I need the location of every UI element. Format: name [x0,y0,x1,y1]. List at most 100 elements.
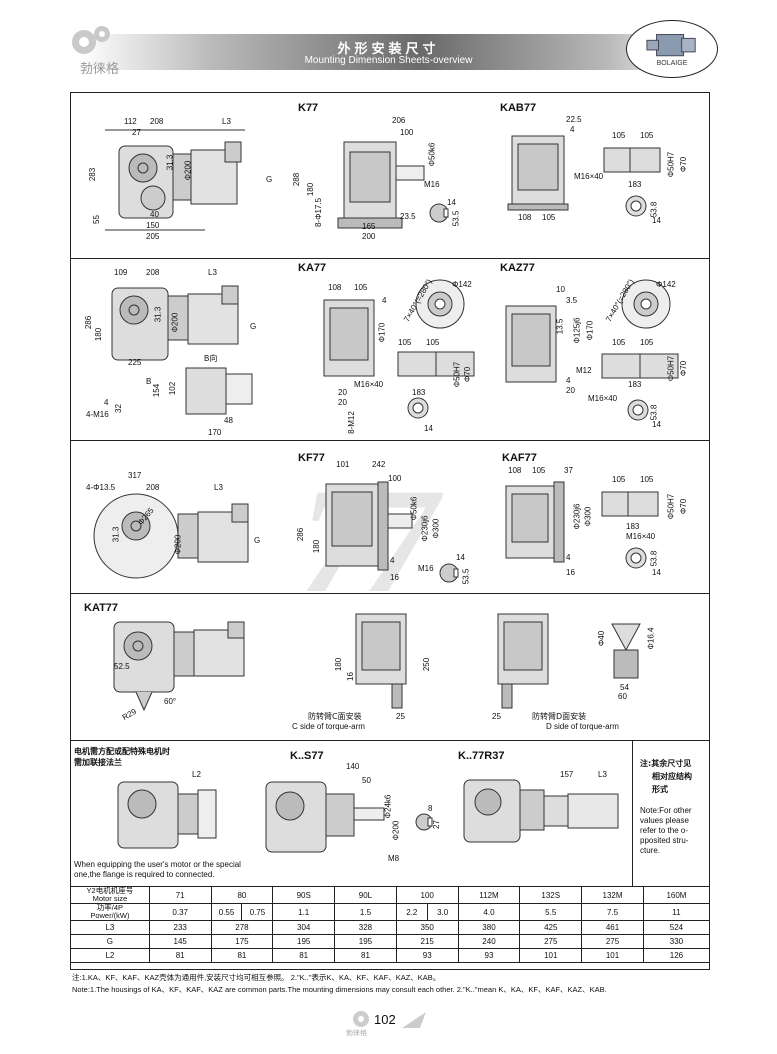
table-cell: 3.0 [426,903,459,921]
table-cell: 145 [148,934,212,949]
table-row: L2 81 81 81 81 93 93 101 101 126 [70,948,711,963]
dim-label: 14 [652,420,661,429]
dim-label: 14 [456,553,465,562]
table-cell: 4.0 [457,903,521,921]
table-cell: 240 [457,934,521,949]
dim-label: 48 [224,416,233,425]
drawing-frame [70,92,710,970]
flange-bolt-circle-icon [621,279,671,329]
table-cell: 101 [519,948,583,963]
dim-label: 208 [146,268,160,277]
dim-label: 183 [628,180,642,189]
dim-label: L2 [192,770,201,779]
kaz77-shaft-drawing [598,348,682,386]
table-cell: 80 [210,886,274,904]
table-cell: 524 [642,920,711,935]
dim-label: 14 [447,198,456,207]
table-cell: 100 [395,886,459,904]
table-cell: 90S [272,886,336,904]
dim-label: 250 [422,657,432,672]
dim-label: L3 [222,117,231,126]
dim-label: 31.3 [153,306,163,323]
dim-label: Φ142 [656,280,676,289]
dim-label: 105 [640,338,654,347]
table-cell: 275 [581,934,644,949]
dim-label: 105 [532,466,546,475]
kat77-d-side-drawing [488,610,558,710]
table-cell: 380 [457,920,521,935]
section-divider [70,258,710,259]
footnote-cn: 注:1.KA、KF、KAF、KAZ壳体为通用件,安装尺寸均可相互参照。 2."K… [72,973,441,982]
table-cell: 195 [272,934,336,949]
shaft-section-icon [429,203,449,223]
dim-label: Φ70 [679,156,689,173]
dim-label: 20 [338,398,347,407]
model-title-kab77: KAB77 [500,102,537,114]
dim-label: 208 [150,117,164,126]
table-header-motor-size: Y2电机机座号 Motor size [70,886,150,904]
dim-label: 23.5 [400,212,416,221]
section-divider [70,740,710,741]
flange-motor-drawing [110,776,220,856]
dim-label: 206 [392,116,406,125]
dim-label: 4 [566,553,571,562]
section-divider [70,440,710,441]
dim-label: 4 [566,376,571,385]
dim-label: 108 [508,466,522,475]
page-header: 勃徕格 外形安装尺寸 Mounting Dimension Sheets-ove… [0,0,777,82]
dim-label: 183 [628,380,642,389]
dim-label: Φ142 [452,280,472,289]
table-cell: 81 [210,948,274,963]
dim-label: 286 [296,527,306,542]
dim-label: 157 [560,770,574,779]
table-cell: 304 [272,920,336,935]
dim-label: 225 [128,358,142,367]
dim-label: B向 [204,354,218,363]
table-cell: 132M [581,886,644,904]
side-note-en-4: pposited stru- [640,836,689,845]
flange-bolt-circle-icon [415,279,465,329]
logo-text: 勃徕格 [80,62,120,77]
dim-label: 180 [306,182,316,197]
dim-label: 16 [345,672,355,681]
side-note-en-5: cture. [640,846,661,855]
dim-label: Φ200 [170,312,180,333]
dim-label: Φ50H7 [666,493,676,520]
dim-label: 165 [362,222,376,231]
dim-label: 101 [336,460,350,469]
table-cell: 7.5 [581,903,644,921]
table-cell: 93 [395,948,459,963]
kaz77-front-drawing [500,300,564,390]
model-title-kat77: KAT77 [84,602,119,614]
dim-label: L3 [208,268,217,277]
flange-note-cn-2: 需加联接法兰 [74,758,122,767]
kf77-front-drawing [318,478,414,574]
dim-label: 4 [382,296,387,305]
kab77-front-drawing [500,128,580,212]
dim-label: 208 [146,483,160,492]
dim-label: 50 [362,776,371,785]
dim-label: 55 [91,215,101,224]
flange-note-cn-1: 电机需方配或配特殊电机时 [74,747,170,756]
dim-label: 105 [640,131,654,140]
dim-label: 20 [338,388,347,397]
k77-front-drawing [318,132,428,242]
page-number: 102 [374,1012,396,1027]
dim-label: 13.5 [555,318,565,335]
model-title-k77: K77 [298,102,319,114]
dim-label: 14 [652,216,661,225]
kaf77-shaft-drawing [598,486,662,524]
dim-label: 105 [640,475,654,484]
dim-label: M16×40 [574,172,604,181]
table-cell: 0.55 [210,903,243,921]
dim-label: 16 [566,568,575,577]
shaft-section-icon [439,563,459,583]
dim-label: 105 [354,283,368,292]
header-label: 功率/4P [96,903,124,912]
dim-label: 14 [424,424,433,433]
table-cell: 330 [642,934,711,949]
dim-label: 4 [570,125,575,134]
dim-label: 154 [152,383,162,398]
k77-side-drawing [105,120,275,240]
header-label: Motor size [92,894,128,903]
